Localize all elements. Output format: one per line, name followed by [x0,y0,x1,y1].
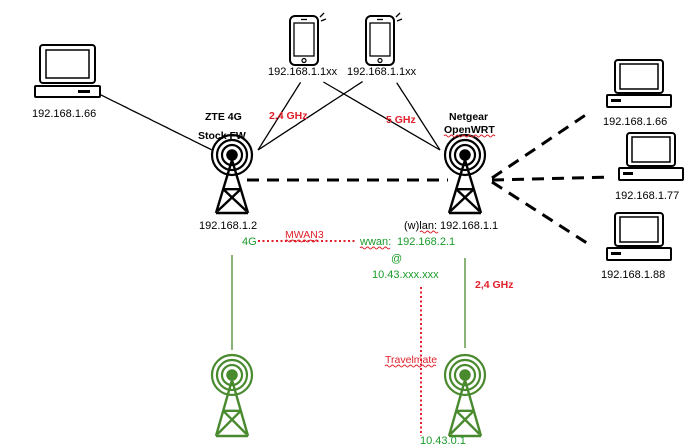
netgear-name-line2: OpenWRT [444,124,495,136]
pc-r3-ip: 192.168.1.88 [601,269,665,281]
tower-strut [447,159,467,214]
uplink-waves [231,255,466,350]
link-netgear-phone2 [396,82,441,151]
link-zte-phone1 [257,81,302,151]
signal-ring [210,353,254,397]
zte-name-line2: Stock FW [198,130,246,142]
signal-ring [220,363,244,387]
tower-strut [214,379,234,437]
signal-ring [448,358,482,392]
tower-strut [447,379,467,437]
mwan3-label: MWAN3 [285,229,324,241]
signal-ring [210,133,254,177]
tower-strut [449,188,475,212]
wireless-links [94,81,441,151]
netgear-wifi-label: 5 GHz [386,114,416,126]
signal-ring [215,358,249,392]
tower-strut [216,409,242,435]
signal-ring [448,138,482,172]
tower-strut [455,188,481,212]
pc-right-3 [606,212,672,261]
tower-strut [214,159,234,214]
pc-base-icon [606,94,672,108]
tower-strut [230,379,250,437]
smartphone-icon [289,15,319,66]
pc-r2-ip: 192.168.1.77 [615,190,679,202]
smartphone-icon [365,15,395,66]
wwan-ip: 192.168.2.1 [397,236,455,248]
red-dotted-links [258,240,422,436]
netgear-lan-label: (w)lan: 192.168.1.1 [404,220,498,232]
uplink-wifi-label: 2,4 GHz [475,279,514,291]
phone-2 [365,12,403,66]
signal-ring [443,133,487,177]
pc-left-ip: 192.168.1.66 [32,108,96,120]
signal-ring [443,353,487,397]
zte-ip: 192.168.1.2 [199,220,257,232]
pc-base-icon [618,167,684,181]
signal-ring [215,138,249,172]
pc-right-2 [618,132,684,181]
zte-wifi-label: 2,4 GHz [269,110,308,122]
ringing-icon [319,12,327,22]
link-netgear-phone1 [323,81,441,151]
tower-strut [455,409,481,435]
wired-links [247,110,613,247]
mwan3-spellcheck-underline [284,239,319,243]
pc-base-icon [606,247,672,261]
tower-strut [216,188,242,212]
4g-cell-tower-icon [210,353,254,438]
zte-router-tower-icon [210,133,254,215]
monitor-icon [614,59,664,94]
wwan-at: @ [391,253,402,265]
link-pc-left-zte [94,91,212,151]
fourg-label: 4G [242,236,257,248]
pc-left [34,44,101,98]
upstream-ip: 10.43.0.1 [420,435,466,446]
netgear-router-tower-icon [443,133,487,215]
wlan-spellcheck-underline [419,230,439,234]
wwan-spellcheck-underline [359,246,391,250]
tower-strut [449,409,475,435]
phone1-ip: 192.168.1.1xx [268,66,338,78]
monitor-icon [614,212,664,247]
wwan-public-ip: 10.43.xxx.xxx [372,269,439,281]
zte-name-line1: ZTE 4G [205,111,242,123]
phone2-ip: 192.168.1.1xx [347,66,417,78]
signal-ring [453,363,477,387]
pc-right-1 [606,59,672,108]
tower-strut [463,159,483,214]
pc-r1-ip: 192.168.1.66 [603,116,667,128]
tower-strut [463,379,483,437]
tower-strut [222,188,248,212]
phone-1 [289,12,327,66]
monitor-icon [39,44,96,84]
link-zte-phone2 [257,81,363,151]
signal-ring [220,143,244,167]
link-netgear-pc-r1 [491,110,591,180]
pc-base-icon [34,85,101,98]
openwrt-spellcheck-underline [443,134,496,138]
link-netgear-pc-r3 [491,180,591,247]
ringing-icon [395,12,403,22]
signal-ring [453,143,477,167]
tower-strut [222,409,248,435]
travelmate-spellcheck-underline [384,364,437,368]
signal-ring [226,369,238,381]
signal-ring [226,149,238,161]
wwan-label: wwan: [359,236,391,248]
link-netgear-pc-r2 [491,175,613,182]
signal-ring [459,369,471,381]
signal-ring [459,149,471,161]
monitor-icon [626,132,676,167]
tower-strut [230,159,250,214]
travelmate-label: Travelmate [385,354,437,366]
netgear-name-line1: Netgear [449,111,488,123]
upstream-ap-tower-icon [443,353,487,438]
